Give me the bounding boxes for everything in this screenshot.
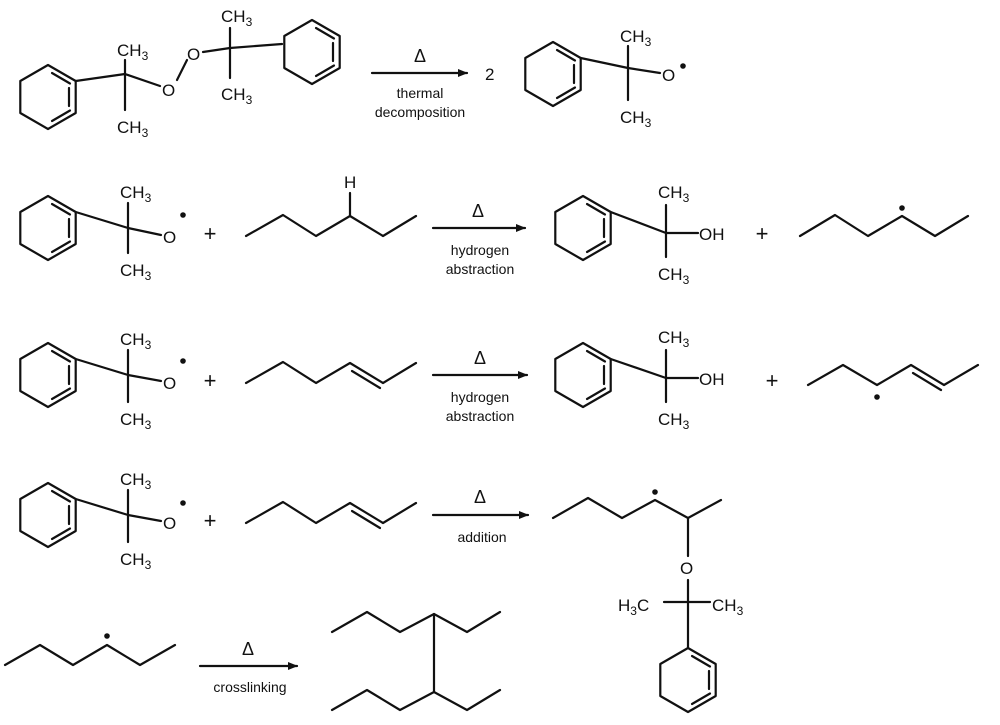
oxygen-label: O [162,81,175,100]
oxygen-label: O [680,559,693,578]
methyl-label: CH3 [658,328,690,350]
radical-dot [652,489,658,495]
methyl-label: CH3 [120,261,152,283]
oxygen-label: O [662,66,675,85]
methyl-label: CH3 [120,550,152,572]
condition-label: crosslinking [213,679,286,695]
heat-symbol: Δ [414,46,426,66]
methyl-label: CH3 [120,183,152,205]
condition-label: addition [457,529,506,545]
methyl-label: CH3 [117,118,149,140]
heat-symbol: Δ [472,201,484,221]
methyl-label: H3C [618,596,649,618]
hydroxyl-label: OH [699,225,725,244]
methyl-label: CH3 [658,410,690,432]
methyl-label: CH3 [120,410,152,432]
radical-dot [680,63,686,69]
methyl-label: CH3 [658,183,690,205]
heat-symbol: Δ [474,487,486,507]
methyl-label: CH3 [620,27,652,49]
heat-symbol: Δ [474,348,486,368]
oxygen-label: O [163,514,176,533]
condition-label: decomposition [375,104,465,120]
plus-sign: + [756,221,769,246]
allylic-radical [806,363,980,400]
radical-dot [180,212,186,218]
radical-dot [180,358,186,364]
alkyl-radical [798,205,970,238]
alkane-chain: H [244,173,418,238]
radical-dot [874,394,880,400]
heat-symbol: Δ [242,639,254,659]
cumyl-alcohol: CH3 CH3 OH [554,328,725,432]
methyl-label: CH3 [712,596,744,618]
condition-label: abstraction [446,261,514,277]
crosslinked-chains [330,610,502,712]
hydroxyl-label: OH [699,370,725,389]
stoichiometric-coefficient: 2 [485,65,494,84]
condition-label: thermal [397,85,444,101]
plus-sign: + [204,508,217,533]
alkene-chain [244,360,418,390]
methyl-label: CH3 [117,41,149,63]
condition-label: hydrogen [451,389,509,405]
plus-sign: + [204,221,217,246]
cumyloxy-radical: CH3 CH3 O [19,183,186,283]
methyl-label: CH3 [620,108,652,130]
alkene-chain [244,500,418,530]
radical-dot [180,500,186,506]
hydrogen-label: H [344,173,356,192]
methyl-label: CH3 [120,470,152,492]
methyl-label: CH3 [120,330,152,352]
methyl-label: CH3 [221,7,253,29]
methyl-label: CH3 [221,85,253,107]
plus-sign: + [766,368,779,393]
plus-sign: + [204,368,217,393]
adduct-radical: O H3C CH3 [551,489,744,714]
oxygen-label: O [187,45,200,64]
oxygen-label: O [163,374,176,393]
condition-label: hydrogen [451,242,509,258]
cumyl-alcohol: CH3 CH3 OH [554,183,725,287]
radical-dot [104,633,110,639]
alkyl-radical [3,633,177,667]
condition-label: abstraction [446,408,514,424]
oxygen-label: O [163,228,176,247]
dicumyl-peroxide: CH3 CH3 O O CH3 CH3 [19,7,341,140]
radical-dot [899,205,905,211]
cumyloxy-radical: CH3 CH3 O [524,27,686,130]
cumyloxy-radical: CH3 CH3 O [19,470,186,572]
cumyloxy-radical: CH3 CH3 O [19,330,186,432]
methyl-label: CH3 [658,265,690,287]
